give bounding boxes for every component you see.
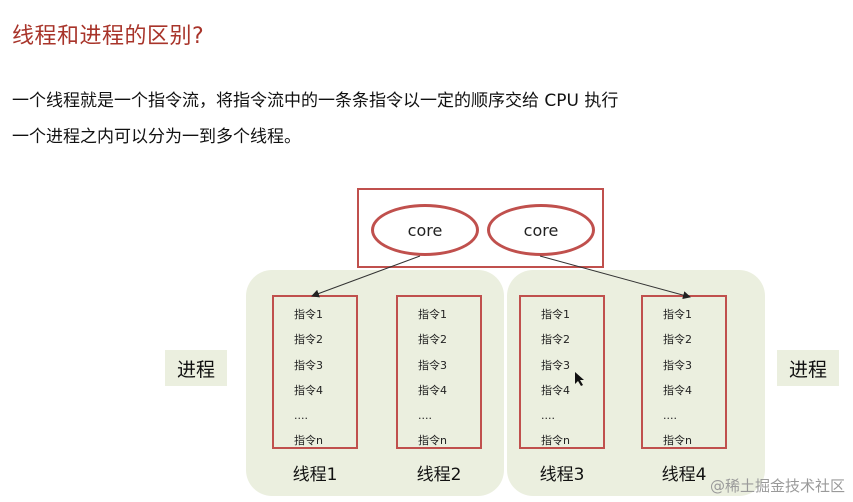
process-left — [246, 270, 504, 496]
instruction: 指令2 — [541, 333, 570, 347]
instruction: 指令3 — [541, 358, 570, 372]
arrow-core1-to-thread1 — [311, 255, 421, 298]
description-line-1: 一个线程就是一个指令流，将指令流中的一条条指令以一定的顺序交给 CPU 执行 — [12, 91, 619, 111]
thread-2-box: 指令1 指令2 指令3 指令4 .... 指令n — [396, 295, 482, 449]
instruction: .... — [663, 409, 677, 423]
process-label-left: 进程 — [165, 350, 227, 386]
watermark: @稀土掘金技术社区 — [709, 477, 845, 495]
process-right — [507, 270, 765, 496]
instruction: .... — [541, 409, 555, 423]
thread-1-box: 指令1 指令2 指令3 指令4 .... 指令n — [272, 295, 358, 449]
instruction: 指令n — [663, 434, 692, 448]
instruction: 指令4 — [294, 383, 323, 397]
instruction: 指令4 — [541, 383, 570, 397]
instruction: 指令1 — [663, 308, 692, 321]
arrow-core2-to-thread4 — [539, 255, 691, 300]
instruction: 指令2 — [663, 333, 692, 347]
instruction: 指令4 — [418, 383, 447, 397]
thread-3-label: 线程3 — [539, 465, 585, 485]
instruction: 指令3 — [418, 358, 447, 372]
instruction: 指令3 — [294, 358, 323, 372]
thread-4-label: 线程4 — [661, 465, 707, 485]
instruction: .... — [418, 409, 432, 423]
instruction: 指令1 — [294, 308, 323, 321]
core-1: core — [371, 204, 479, 256]
thread-2-label: 线程2 — [416, 465, 462, 485]
instruction: 指令3 — [663, 358, 692, 372]
description-line-2: 一个进程之内可以分为一到多个线程。 — [12, 127, 301, 147]
instruction: 指令1 — [541, 308, 570, 321]
instruction: 指令4 — [663, 383, 692, 397]
core-2: core — [487, 204, 595, 256]
instruction: 指令n — [294, 434, 323, 448]
instruction: 指令2 — [418, 333, 447, 347]
instruction: 指令1 — [418, 308, 447, 321]
instruction: 指令2 — [294, 333, 323, 347]
thread-1-label: 线程1 — [292, 465, 338, 485]
instruction: 指令n — [418, 434, 447, 448]
instruction: .... — [294, 409, 308, 423]
thread-3-box: 指令1 指令2 指令3 指令4 .... 指令n — [519, 295, 605, 449]
slide-title: 线程和进程的区别? — [12, 24, 205, 49]
mouse-cursor-icon — [575, 372, 584, 386]
instruction: 指令n — [541, 434, 570, 448]
process-label-right: 进程 — [777, 350, 839, 386]
